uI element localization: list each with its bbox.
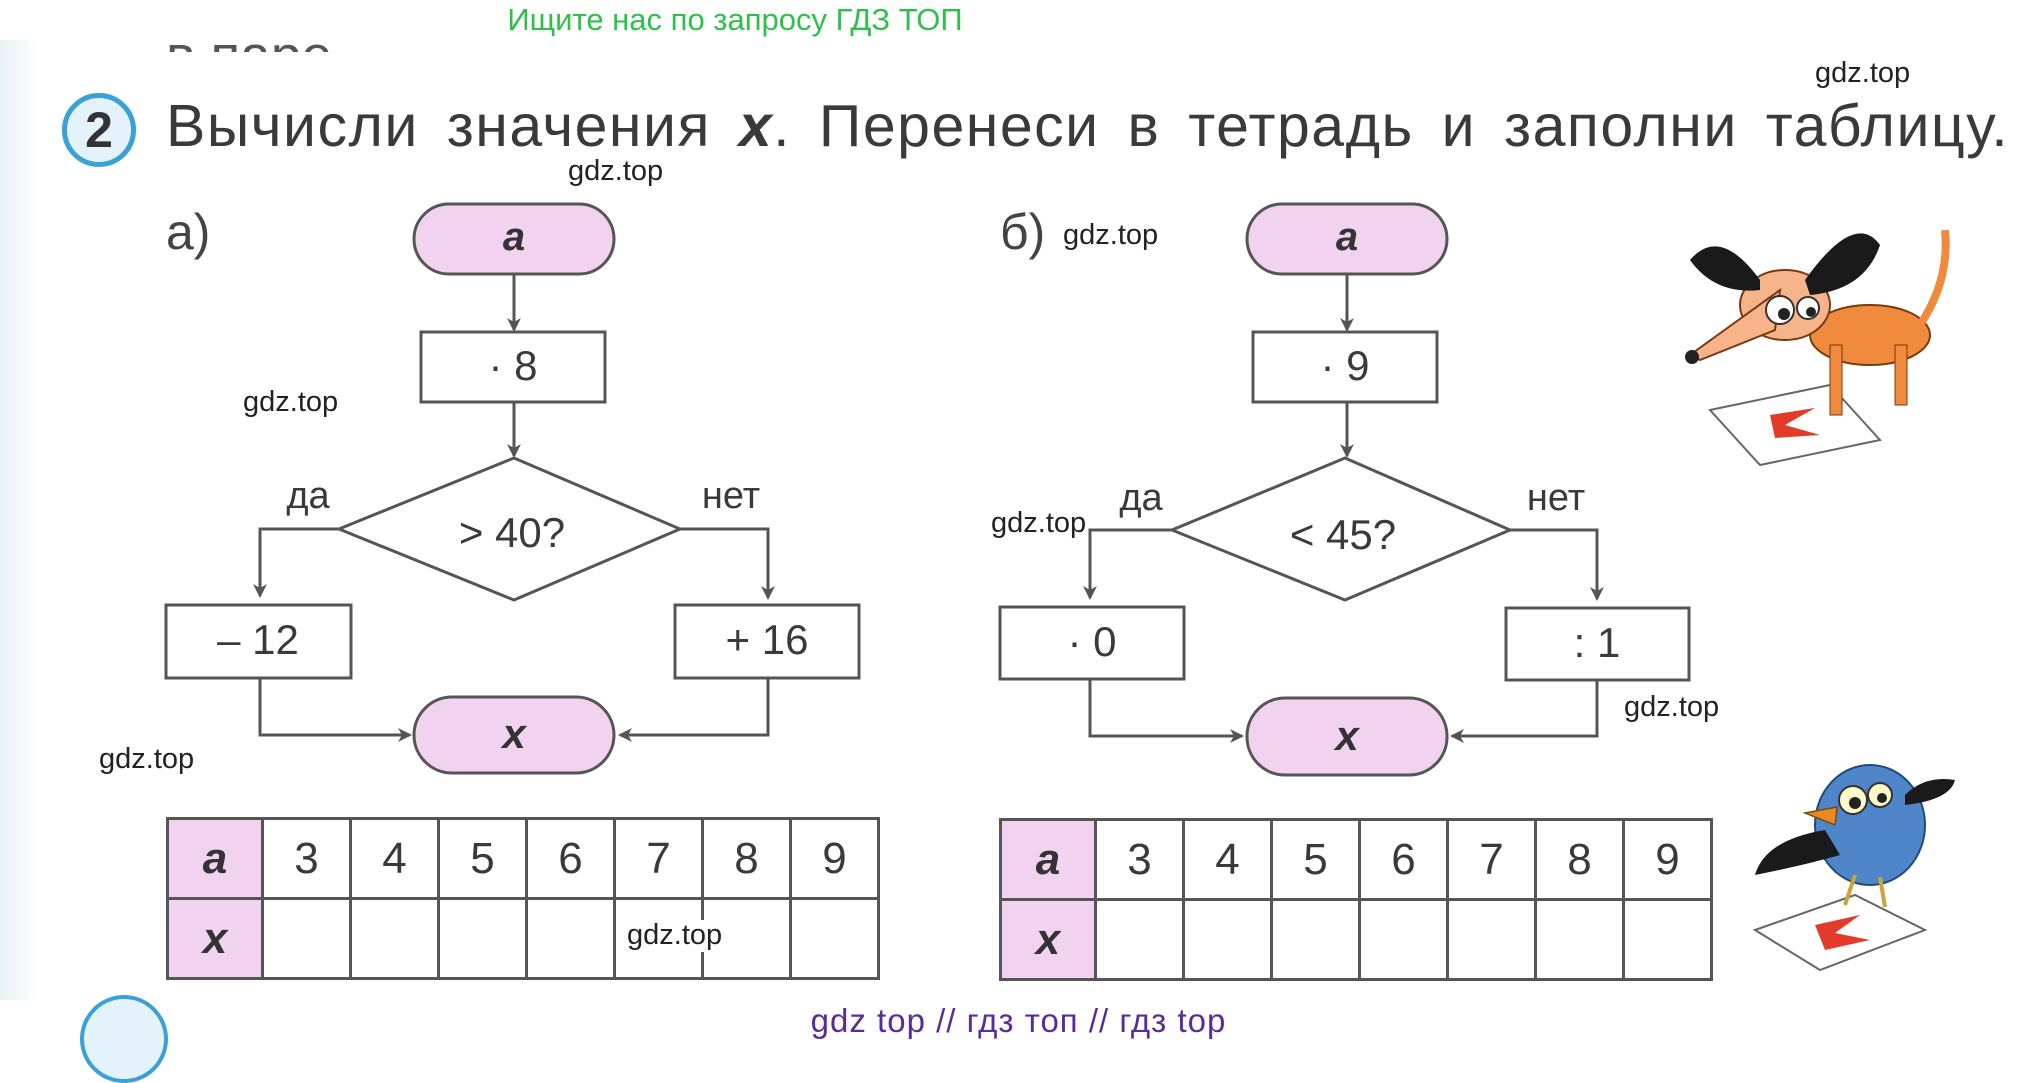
dog-illustration <box>1685 229 1950 467</box>
table-cell-a: 4 <box>349 817 440 900</box>
arrow-b-no <box>1510 528 1604 601</box>
empty-answer-cell <box>1094 898 1185 981</box>
empty-answer-cell <box>1182 898 1273 981</box>
yes-op-a: – 12 <box>217 616 299 663</box>
multiply-box-a <box>419 330 607 404</box>
task-text-before: Вычисли значения <box>166 93 739 159</box>
arrow-b-yes <box>1083 528 1172 600</box>
no-op-b: : 1 <box>1574 619 1621 666</box>
watermark: gdz.top <box>566 155 666 188</box>
end-oval-b <box>1245 696 1449 777</box>
table-cell-a: 9 <box>789 817 880 900</box>
arrow-a-no <box>680 527 775 600</box>
end-label-a: x <box>500 710 527 757</box>
empty-answer-cell <box>1446 898 1537 981</box>
empty-answer-cell <box>525 897 616 980</box>
part-a-label: а) <box>166 204 211 260</box>
table-head-x: x <box>166 897 264 980</box>
table-cell-b: 4 <box>1182 818 1273 901</box>
table-row-a-values: a 3 4 5 6 7 8 9 <box>999 818 1713 901</box>
table-cell-a: 5 <box>437 817 528 900</box>
start-label-a: a <box>503 215 525 259</box>
task-number-badge: 2 <box>62 93 136 167</box>
watermark: gdz.top <box>1813 57 1913 90</box>
empty-answer-cell <box>1622 898 1713 981</box>
task-variable: x <box>738 93 774 159</box>
condition-diamond-b <box>1168 456 1514 602</box>
watermark: gdz.top <box>97 743 197 776</box>
flowchart-a: a · 8 > 40? да нет – 12 + 16 x <box>164 202 861 775</box>
arrow-a-merge-right <box>618 678 770 742</box>
table-row-x-values: x <box>999 898 1713 981</box>
yes-box-b <box>998 605 1186 681</box>
yes-op-b: · 0 <box>1067 618 1116 665</box>
condition-diamond-a <box>335 456 684 602</box>
task-instruction: Вычисли значения x. Перенеси в тетрадь и… <box>166 92 2008 160</box>
multiply-label-a: · 8 <box>488 342 537 389</box>
task-text-after: . Перенеси в тетрадь и заполни таблицу. <box>773 93 2010 159</box>
no-label-a: нет <box>702 475 760 517</box>
table-cell-b: 3 <box>1094 818 1185 901</box>
yes-box-a <box>164 603 353 680</box>
table-row-a-values: a 3 4 5 6 7 8 9 <box>166 817 880 900</box>
multiply-label-b: · 9 <box>1320 342 1369 389</box>
flowchart-b: a · 9 < 45? да нет · 0 : 1 x <box>998 202 1691 777</box>
arrow-b-merge-left <box>1088 679 1244 743</box>
no-op-a: + 16 <box>726 616 809 663</box>
empty-answer-cell <box>349 897 440 980</box>
watermark: gdz.top <box>625 919 725 952</box>
table-cell-b: 8 <box>1534 818 1625 901</box>
task-number: 2 <box>85 102 113 158</box>
table-cell-b: 5 <box>1270 818 1361 901</box>
table-cell-a: 3 <box>261 817 352 900</box>
values-table-a: a 3 4 5 6 7 8 9 x <box>166 817 880 980</box>
no-label-b: нет <box>1527 477 1585 519</box>
condition-label-a: > 40? <box>459 509 565 556</box>
table-cell-b: 7 <box>1446 818 1537 901</box>
end-label-b: x <box>1333 712 1360 759</box>
arrow-a-merge-left <box>258 678 412 742</box>
condition-label-b: < 45? <box>1290 511 1396 558</box>
top-banner: Ищите нас по запросу ГДЗ ТОП <box>507 2 963 37</box>
watermark: gdz.top <box>1061 219 1161 252</box>
table-cell-b: 9 <box>1622 818 1713 901</box>
yes-label-a: да <box>286 475 330 517</box>
empty-answer-cell <box>1270 898 1361 981</box>
table-head-a: a <box>166 817 264 900</box>
previous-task-cutoff-text: в паре. <box>166 10 347 52</box>
watermark: gdz.top <box>241 386 341 419</box>
table-cell-a: 7 <box>613 817 704 900</box>
empty-answer-cell <box>789 897 880 980</box>
flowcharts: a · 8 > 40? да нет – 12 + 16 x a · 9 < 4… <box>164 202 1691 777</box>
part-b-label: б) <box>1000 204 1046 260</box>
footer-banner: gdz top // гдз топ // гдз top <box>810 1002 1227 1039</box>
no-box-a <box>673 603 861 680</box>
watermark: gdz.top <box>1622 691 1722 724</box>
table-cell-b: 6 <box>1358 818 1449 901</box>
table-head-x: x <box>999 898 1097 981</box>
arrow-b-merge-right <box>1450 680 1599 743</box>
table-head-a: a <box>999 818 1097 901</box>
empty-answer-cell <box>261 897 352 980</box>
table-row-x-values: x <box>166 897 880 980</box>
watermark: gdz.top <box>989 507 1089 540</box>
empty-answer-cell <box>1358 898 1449 981</box>
values-table-b: a 3 4 5 6 7 8 9 x <box>999 818 1713 981</box>
empty-answer-cell <box>1534 898 1625 981</box>
end-oval-a <box>412 695 616 775</box>
yes-label-b: да <box>1119 477 1163 519</box>
arrow-a-yes <box>253 527 339 598</box>
empty-answer-cell <box>437 897 528 980</box>
table-cell-a: 6 <box>525 817 616 900</box>
multiply-box-b <box>1251 330 1439 404</box>
start-label-b: a <box>1336 215 1358 259</box>
bird-illustration <box>1752 764 1955 972</box>
table-cell-a: 8 <box>701 817 792 900</box>
